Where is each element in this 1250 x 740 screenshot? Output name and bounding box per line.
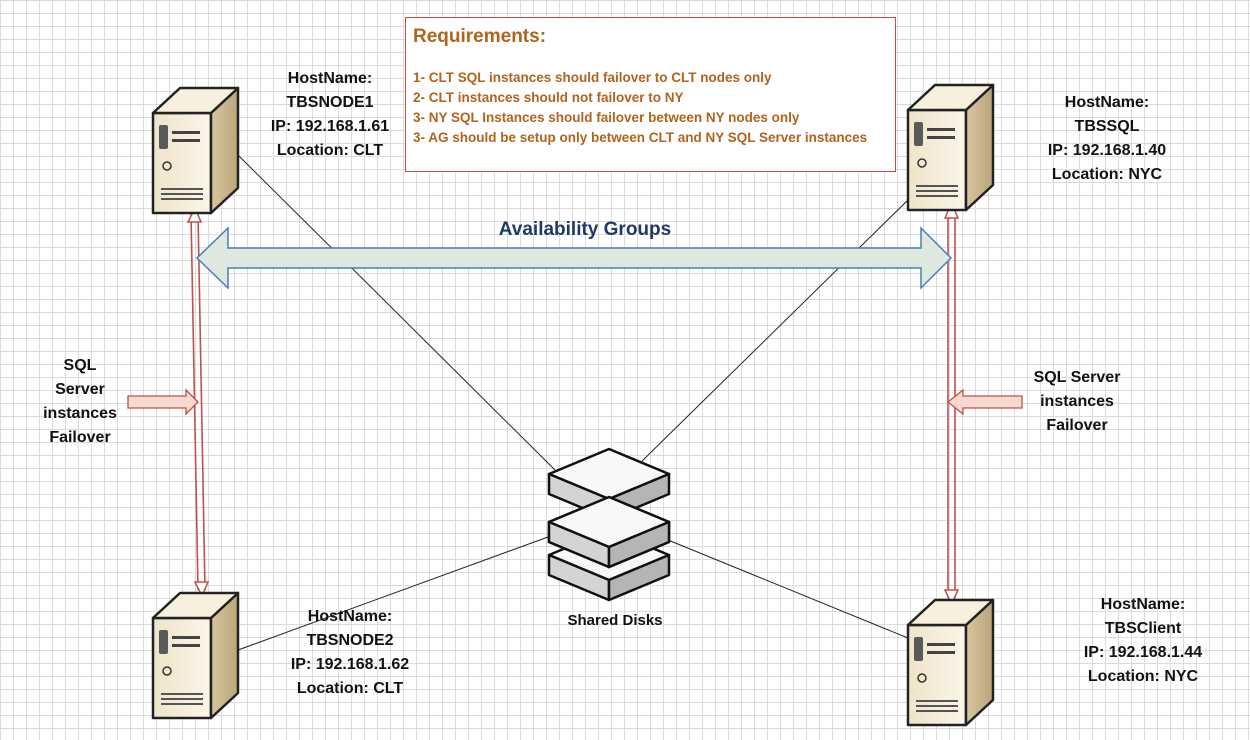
- node-label-tbsclient: HostName: TBSClient IP: 192.168.1.44 Loc…: [1068, 593, 1218, 689]
- ip-address: IP: 192.168.1.44: [1083, 644, 1203, 661]
- requirements-box: Requirements: 1- CLT SQL instances shoul…: [405, 17, 896, 172]
- ip-address: IP: 192.168.1.40: [1047, 142, 1167, 159]
- line-client-disks: [667, 539, 909, 639]
- line-sql-disks: [637, 197, 911, 466]
- location: Location: NYC: [1087, 668, 1199, 685]
- hostname-caption: HostName:: [1100, 596, 1186, 613]
- requirements-list: 1- CLT SQL instances should failover to …: [413, 68, 895, 148]
- requirement-item: 1- CLT SQL instances should failover to …: [413, 70, 772, 85]
- location: Location: CLT: [296, 680, 404, 697]
- ip-address: IP: 192.168.1.62: [290, 656, 410, 673]
- availability-groups-arrow: [195, 226, 953, 290]
- hostname-caption: HostName:: [287, 70, 373, 87]
- node-label-tbsnode2: HostName: TBSNODE2 IP: 192.168.1.62 Loca…: [275, 605, 425, 701]
- hostname-caption: HostName:: [1064, 94, 1150, 111]
- failover-arrow-right-icon: [946, 388, 1023, 416]
- server-icon-tbsnode1: [151, 86, 240, 215]
- hostname-value: TBSNODE2: [306, 632, 394, 649]
- node-label-tbsnode1: HostName: TBSNODE1 IP: 192.168.1.61 Loca…: [255, 67, 405, 163]
- hostname-value: TBSSQL: [1074, 118, 1140, 135]
- hostname-caption: HostName:: [307, 608, 393, 625]
- requirement-item: 3- AG should be setup only between CLT a…: [413, 130, 868, 145]
- availability-groups-label: Availability Groups: [498, 219, 672, 240]
- location: Location: CLT: [276, 142, 384, 159]
- line-node2-disks: [237, 536, 549, 651]
- failover-arrow-left-icon: [127, 388, 199, 416]
- hostname-value: TBSNODE1: [286, 94, 374, 111]
- failover-label-left: SQL Server instances Failover: [43, 357, 117, 446]
- shared-disks-label: Shared Disks: [567, 612, 663, 629]
- line-node1-disks: [237, 154, 556, 471]
- connection-lines: [237, 154, 911, 651]
- hostname-value: TBSClient: [1104, 620, 1182, 637]
- requirements-title: Requirements:: [413, 26, 547, 47]
- requirement-item: 3- NY SQL Instances should failover betw…: [413, 110, 800, 125]
- failover-label-right: SQL Server instances Failover: [1033, 369, 1121, 434]
- requirement-item: 2- CLT instances should not failover to …: [413, 90, 684, 105]
- ip-address: IP: 192.168.1.61: [270, 118, 390, 135]
- server-icon-tbsnode2: [151, 591, 240, 720]
- server-icon-tbsclient: [906, 598, 995, 727]
- node-label-tbssql: HostName: TBSSQL IP: 192.168.1.40 Locati…: [1032, 91, 1182, 187]
- location: Location: NYC: [1051, 166, 1163, 183]
- shared-disks-icon: [547, 447, 671, 602]
- server-icon-tbssql: [906, 83, 995, 212]
